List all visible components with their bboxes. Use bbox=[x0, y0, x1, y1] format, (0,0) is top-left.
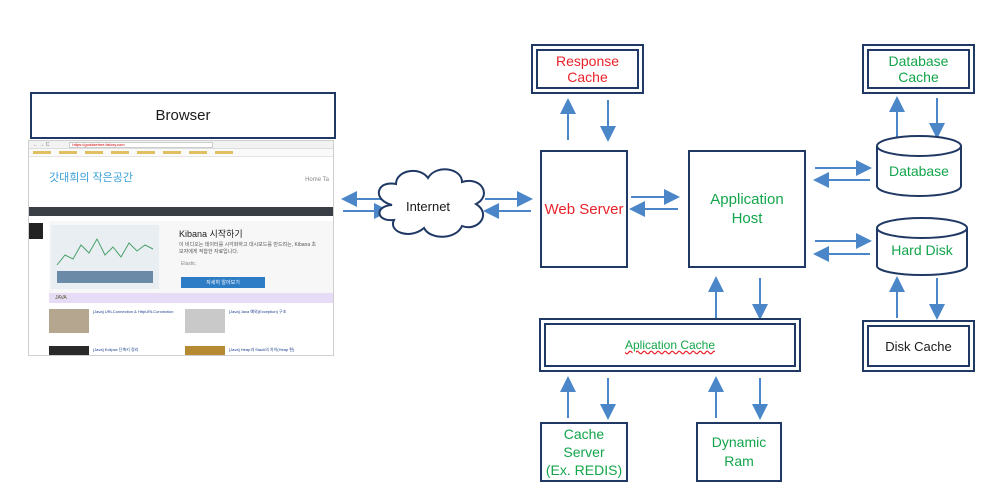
ad-title: Kibana 시작하기 bbox=[179, 229, 243, 239]
article-link[interactable]: [Java] Heap과 Stack의 차이(Heap 편) bbox=[229, 347, 295, 352]
url-text: https://goddaehee.tistory.com bbox=[69, 141, 214, 148]
browser-screenshot: ← → C https://goddaehee.tistory.com 갓대희의… bbox=[28, 140, 334, 356]
response-cache-label: Response Cache bbox=[555, 53, 620, 85]
cache-server-label: Cache Server (Ex. REDIS) bbox=[545, 426, 623, 478]
article-thumbnail bbox=[185, 309, 225, 333]
web-server-label: Web Server bbox=[544, 200, 624, 218]
blog-menu bbox=[29, 207, 333, 216]
blog-nav: Home Ta bbox=[305, 177, 329, 183]
dynamic-ram-label: Dynamic Ram bbox=[711, 434, 767, 469]
dynamic-ram-box: Dynamic Ram bbox=[696, 422, 782, 482]
database-label: Database bbox=[889, 163, 949, 179]
internet-cloud-icon bbox=[378, 168, 485, 238]
disk-cache-label: Disk Cache bbox=[885, 338, 952, 354]
web-server-box: Web Server bbox=[540, 150, 628, 268]
play-icon bbox=[29, 223, 43, 239]
blog-title: 갓대희의 작은공간 bbox=[49, 172, 134, 184]
article-link[interactable]: [Java] Java 예외(Exception) 구조 bbox=[229, 309, 287, 314]
hard-disk-label: Hard Disk bbox=[891, 242, 953, 258]
article-thumbnail bbox=[49, 346, 89, 355]
application-cache-label-text: Aplication Cache bbox=[624, 338, 716, 352]
cache-server-box: Cache Server (Ex. REDIS) bbox=[540, 422, 628, 482]
article-thumbnail bbox=[49, 309, 89, 333]
ad-chart-graphic bbox=[56, 237, 154, 283]
address-bar: ← → C https://goddaehee.tistory.com bbox=[29, 141, 333, 149]
application-host-box: Application Host bbox=[688, 150, 806, 268]
browser-label: Browser bbox=[155, 107, 211, 124]
article-link[interactable]: [Java] URLConnection & HttpURLConnection bbox=[93, 309, 174, 314]
application-host-label: Application Host bbox=[710, 191, 784, 227]
application-cache-box: Aplication Cache bbox=[539, 318, 801, 372]
response-cache-box: Response Cache bbox=[531, 44, 644, 94]
browser-box: Browser bbox=[30, 92, 336, 139]
database-cylinder-icon bbox=[876, 135, 962, 197]
disk-cache-box: Disk Cache bbox=[862, 320, 975, 372]
section-header: JAVA bbox=[49, 293, 333, 303]
ad-source: Elastic bbox=[181, 261, 196, 267]
ad-button[interactable]: 자세히 알아보기 bbox=[181, 277, 265, 288]
database-cache-box: Database Cache bbox=[862, 44, 975, 94]
article-link[interactable]: [Java] Eclipse 단축키 정리 bbox=[93, 347, 139, 352]
article-thumbnail bbox=[185, 346, 225, 355]
bookmarks-bar bbox=[29, 149, 333, 157]
internet-label: Internet bbox=[405, 199, 451, 214]
application-cache-label: Aplication Cache bbox=[625, 338, 715, 352]
database-cache-label: Database Cache bbox=[888, 53, 949, 85]
blog-header: 갓대희의 작은공간 Home Ta bbox=[29, 157, 333, 207]
harddisk-cylinder-icon bbox=[876, 217, 968, 276]
ad-chart-image bbox=[51, 225, 159, 289]
ad-text: 이 비디오는 데이터를 시각화하고 대시보드를 만드려는, Kibana 초보자… bbox=[179, 242, 317, 255]
